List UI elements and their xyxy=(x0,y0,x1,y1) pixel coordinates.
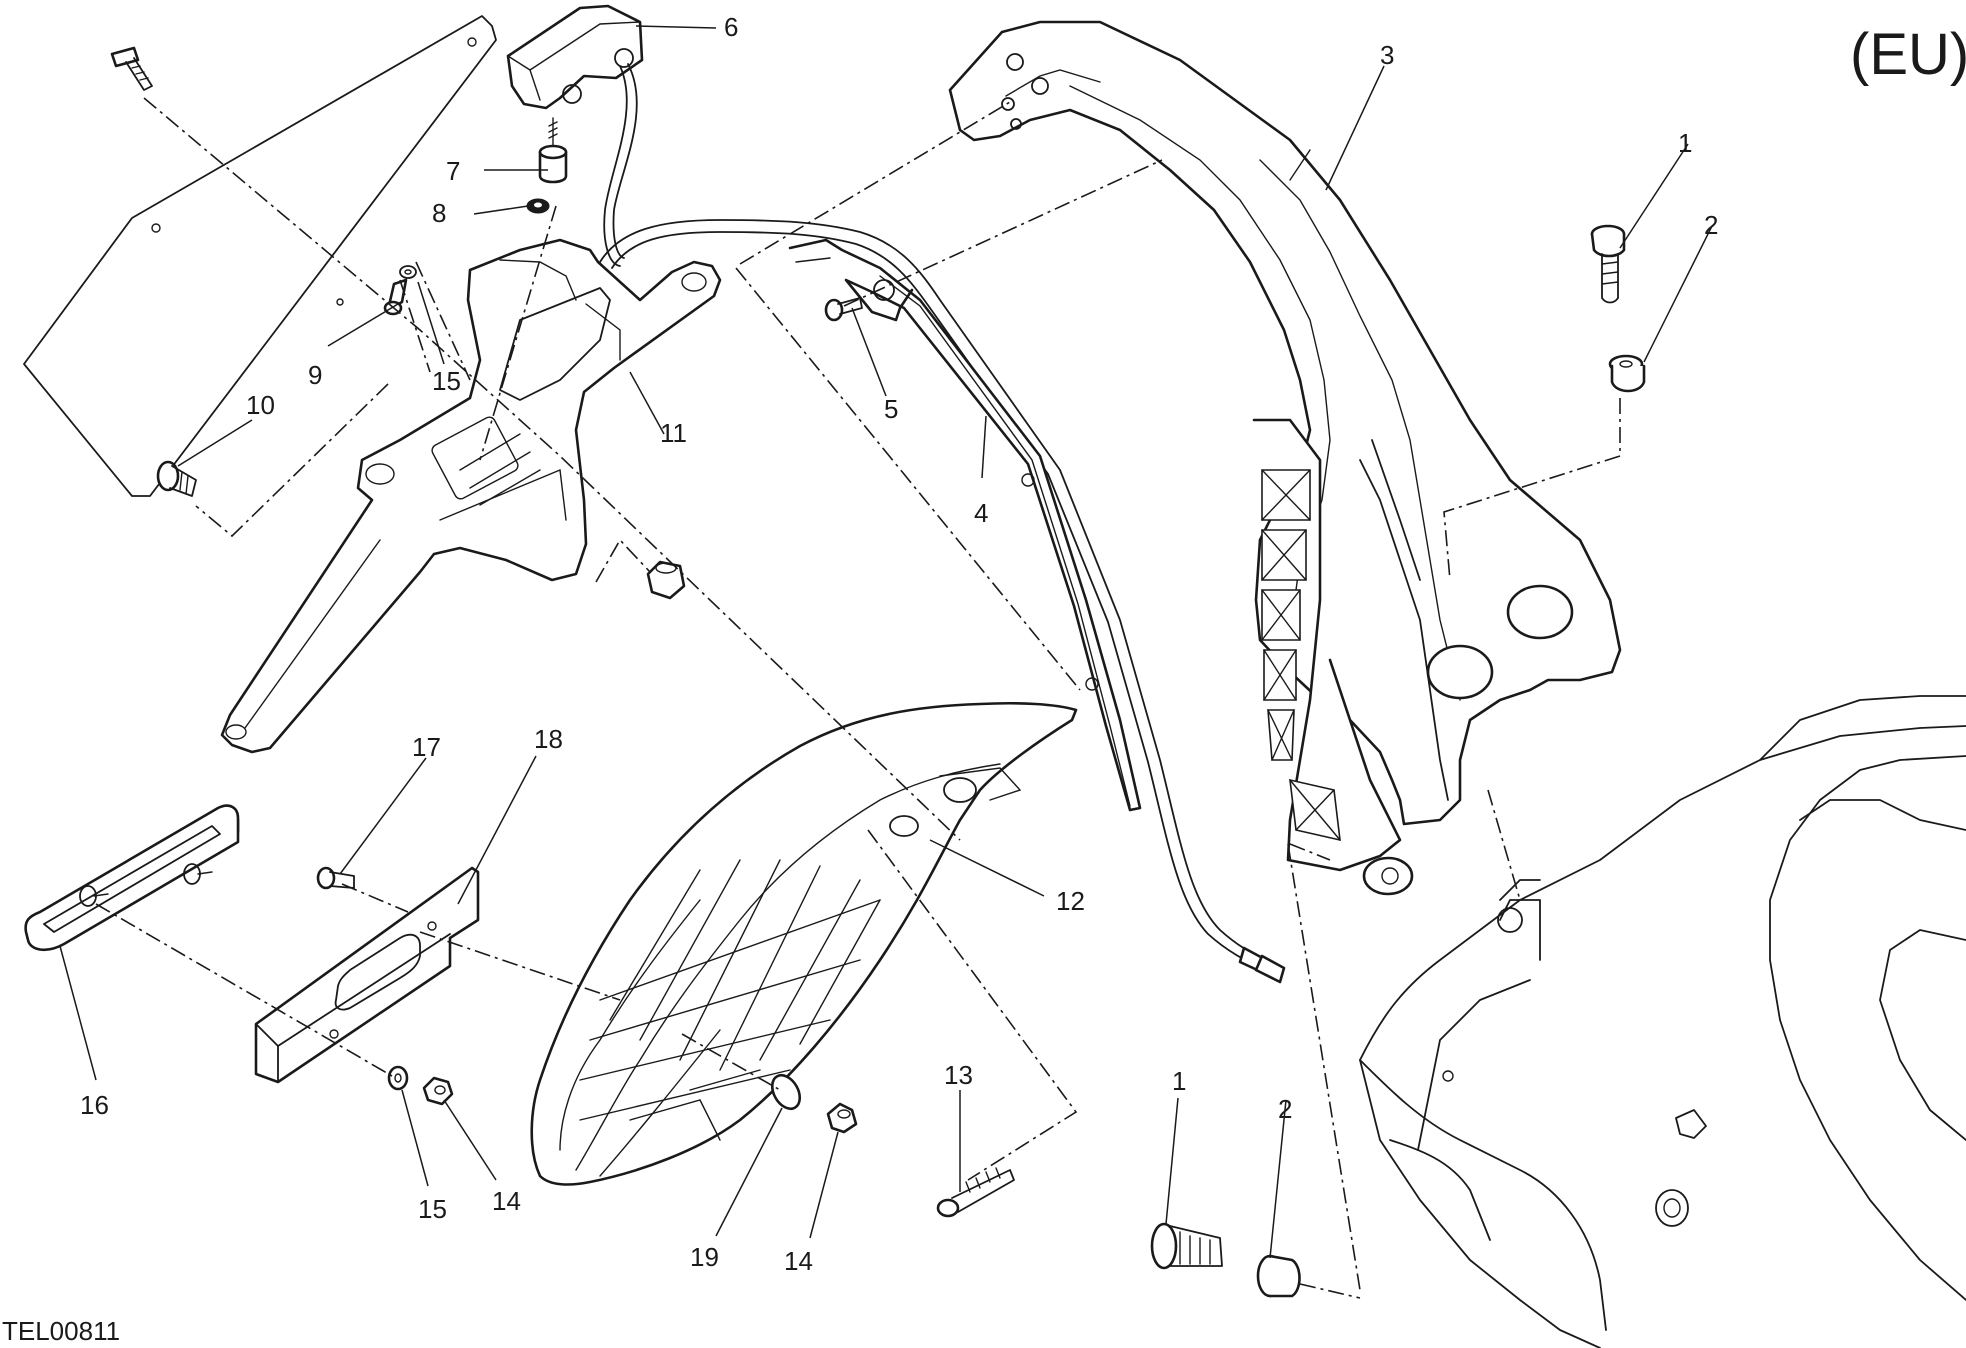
callout-13: 13 xyxy=(944,1060,973,1090)
callout-15-bottom: 15 xyxy=(418,1194,447,1224)
flange-nut xyxy=(646,560,686,600)
callout-14-left: 14 xyxy=(492,1186,521,1216)
bolt-top-right xyxy=(1590,224,1626,304)
assembly-lines xyxy=(95,97,1621,1299)
callout-2-bottom: 2 xyxy=(1278,1094,1292,1124)
callout-labels: 1 2 3 4 5 6 7 8 9 15 10 11 12 17 18 16 1… xyxy=(80,12,1718,1276)
reflector-bracket xyxy=(254,866,480,1084)
side-rail xyxy=(788,238,1142,812)
callout-10: 10 xyxy=(246,390,275,420)
callout-19: 19 xyxy=(690,1242,719,1272)
callout-3: 3 xyxy=(1380,40,1394,70)
rear-frame-arm xyxy=(948,20,1622,896)
callout-1-top: 1 xyxy=(1678,128,1692,158)
washer-15-lower xyxy=(387,1065,409,1091)
drawing-code: TEL00811 xyxy=(2,1316,120,1346)
callout-2-top: 2 xyxy=(1704,210,1718,240)
callout-11: 11 xyxy=(660,418,687,448)
callout-6: 6 xyxy=(724,12,738,42)
rear-mudguard xyxy=(530,701,1078,1186)
callout-12: 12 xyxy=(1056,886,1085,916)
bolt-bottom xyxy=(1150,1222,1223,1270)
callout-8: 8 xyxy=(432,198,446,228)
nut-14-middle xyxy=(826,1102,858,1134)
washer-19 xyxy=(770,1073,802,1111)
callout-7: 7 xyxy=(446,156,460,186)
bolt-top-left xyxy=(110,46,153,91)
reflector xyxy=(24,804,240,952)
callout-15-top: 15 xyxy=(432,366,461,396)
screw-13 xyxy=(936,1167,1015,1218)
nut-14-lower xyxy=(422,1076,454,1106)
cable-harness xyxy=(599,219,1286,984)
washer xyxy=(526,198,550,214)
spacer-top-right xyxy=(1608,354,1646,393)
screw-17 xyxy=(316,866,355,890)
top-connector-block xyxy=(506,4,644,267)
callout-5: 5 xyxy=(884,394,898,424)
callout-17: 17 xyxy=(412,732,441,762)
callout-18: 18 xyxy=(534,724,563,754)
leader-lines xyxy=(59,25,1713,1259)
screw-10 xyxy=(156,460,197,497)
callout-14-middle: 14 xyxy=(784,1246,813,1276)
screw-9 xyxy=(383,265,417,316)
plate-holder-bracket xyxy=(220,238,722,754)
callout-16: 16 xyxy=(80,1090,109,1120)
callout-4: 4 xyxy=(974,498,988,528)
rear-subframe xyxy=(1359,695,1966,1348)
spacer xyxy=(538,117,568,184)
spacer-bottom xyxy=(1256,1254,1301,1298)
license-plate xyxy=(23,15,497,497)
callout-9: 9 xyxy=(308,360,322,390)
callout-1-bottom: 1 xyxy=(1172,1066,1186,1096)
region-label: (EU) xyxy=(1850,22,1966,87)
